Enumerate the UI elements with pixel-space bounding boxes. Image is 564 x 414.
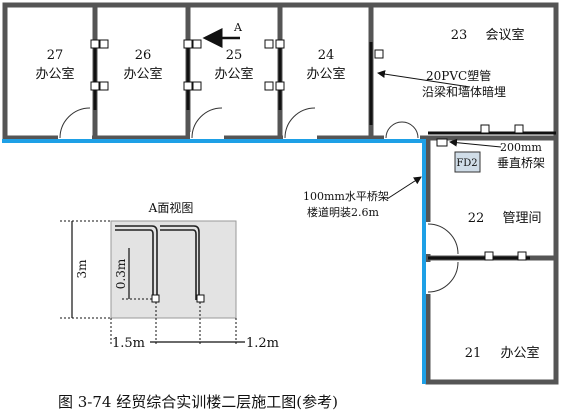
room-27-number: 27 <box>47 48 64 63</box>
room-26-name: 办公室 <box>123 66 162 82</box>
room-23-number: 23 <box>451 28 468 43</box>
room-21-number: 21 <box>465 346 482 361</box>
wall-cable-runs <box>93 42 556 260</box>
dim-right: 1.2m <box>246 336 279 351</box>
dim-left: 1.5m <box>112 336 145 351</box>
right-rooms-doors <box>423 222 459 294</box>
riser-line2: 垂直桥架 <box>497 156 545 170</box>
room-27-name: 办公室 <box>35 66 74 82</box>
elevation-outlet-right <box>196 294 205 303</box>
tray-line2: 楼道明装2.6m <box>307 205 379 219</box>
room-labels: 27 办公室 26 办公室 25 办公室 24 办公室 23 会议室 22 管理… <box>35 27 541 361</box>
room-22-number: 22 <box>468 211 485 226</box>
dim-height: 3m <box>75 259 89 279</box>
pvc-annotation: 20PVC塑管 沿梁和墙体暗埋 <box>377 68 506 99</box>
room-25-number: 25 <box>226 48 243 63</box>
outlet-boxes <box>90 39 527 261</box>
elevation-title: A面视图 <box>148 200 194 215</box>
cable-tray <box>2 139 426 384</box>
view-arrow-a: A <box>202 21 243 48</box>
pvc-line2: 沿梁和墙体暗埋 <box>422 84 506 99</box>
riser-box <box>436 138 448 147</box>
riser-line1: 200mm <box>500 141 542 154</box>
room-24-number: 24 <box>318 48 335 63</box>
room-21-name: 办公室 <box>500 345 539 361</box>
dim-outlet: 0.3m <box>114 258 128 289</box>
tray-annotation: 100mm水平桥架 楼道明装2.6m <box>303 176 422 219</box>
room-24-name: 办公室 <box>306 66 345 82</box>
elevation-wall <box>110 220 237 319</box>
elevation-view: A面视图 3m 0.3m 1.5m 1.2m <box>60 200 279 351</box>
view-arrow-label: A <box>233 21 243 34</box>
room-26-number: 26 <box>135 48 152 63</box>
tray-line1: 100mm水平桥架 <box>303 190 389 203</box>
elevation-outlet-left <box>151 294 160 303</box>
horizontal-cable-tray <box>2 139 426 384</box>
room-23-name: 会议室 <box>485 27 524 43</box>
riser-annotation: 200mm 垂直桥架 <box>449 138 545 170</box>
figure-caption: 图 3-74 经贸综合实训楼二层施工图(参考) <box>58 393 338 411</box>
room-25-name: 办公室 <box>214 66 253 82</box>
fd2-box <box>454 151 481 173</box>
room-22-name: 管理间 <box>502 211 541 226</box>
fd2-label: FD2 <box>456 158 477 169</box>
pvc-line1: 20PVC塑管 <box>426 68 491 83</box>
